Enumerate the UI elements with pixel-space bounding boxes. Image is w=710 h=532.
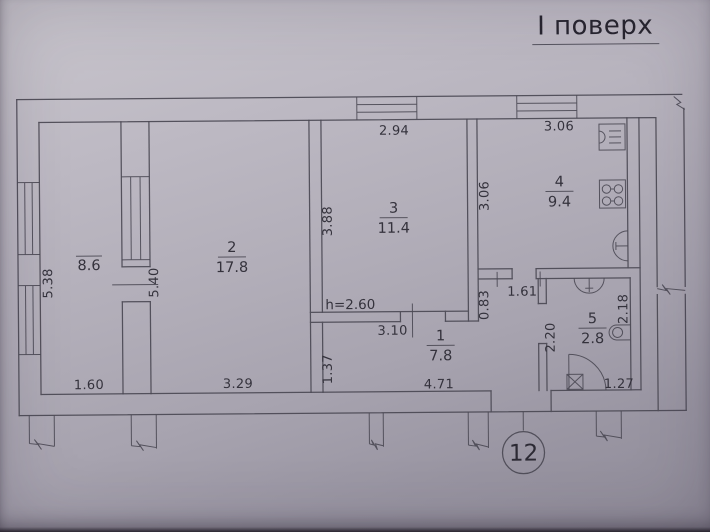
apartment-number: 12 bbox=[509, 441, 538, 467]
toilet-icon bbox=[608, 324, 631, 341]
wall-break-marks bbox=[28, 96, 686, 451]
room5-number: 5 bbox=[588, 311, 597, 327]
dimension-labels: 5.38 1.60 5.40 3.29 2.94 3.88 3.06 3.06 … bbox=[41, 119, 634, 393]
room3-area-label: 11.4 bbox=[378, 221, 410, 237]
room5-area-label: 2.8 bbox=[581, 331, 604, 347]
window-hatch-veranda-partition bbox=[112, 176, 159, 286]
title-underline bbox=[532, 43, 660, 46]
break-tab-3 bbox=[369, 439, 384, 451]
window-hatch-top-room4 bbox=[516, 95, 578, 119]
dim-room4-left: 3.06 bbox=[477, 181, 492, 211]
dim-bath-right: 2.18 bbox=[616, 294, 631, 324]
veranda-area-label: 8.6 bbox=[77, 258, 100, 274]
height-note: h=2.60 bbox=[325, 297, 375, 313]
title-block: І поверх bbox=[532, 11, 660, 46]
room1-number: 1 bbox=[436, 328, 445, 344]
apartment-number-circle bbox=[501, 431, 546, 475]
dim-room2-height: 5.40 bbox=[147, 267, 162, 297]
break-tab-5 bbox=[596, 430, 622, 442]
dim-bath-bottom: 1.27 bbox=[604, 377, 634, 392]
room1-area-label: 7.8 bbox=[429, 348, 452, 364]
break-right-middle bbox=[657, 284, 686, 295]
break-tab-1 bbox=[29, 439, 55, 450]
apartment-number-badge: 12 bbox=[501, 431, 546, 475]
dim-room3-width: 2.94 bbox=[379, 124, 409, 139]
dim-hall-left: 1.37 bbox=[321, 354, 336, 384]
room4-area-label: 9.4 bbox=[548, 194, 571, 210]
stove-icon bbox=[598, 179, 627, 209]
break-top-right bbox=[673, 96, 686, 110]
room2-area-label: 17.8 bbox=[216, 260, 248, 276]
kitchen-sink-icon bbox=[598, 123, 626, 151]
break-tab-4 bbox=[468, 439, 489, 451]
bath-door-swing-arc bbox=[568, 353, 607, 391]
room-labels: 8.6 2 17.8 3 11.4 4 9.4 1 7.8 5 2.8 bbox=[75, 174, 607, 364]
bath-sink-icon bbox=[573, 278, 605, 294]
dim-room2-width: 3.29 bbox=[223, 377, 253, 392]
dim-veranda-height: 5.38 bbox=[41, 268, 56, 298]
dimension-ticks bbox=[411, 271, 541, 431]
interior-walls bbox=[120, 117, 642, 395]
dim-room3-height: 3.88 bbox=[321, 206, 336, 236]
break-tab-2 bbox=[131, 440, 157, 451]
page-title: І поверх bbox=[537, 11, 653, 42]
dim-step-width: 1.61 bbox=[507, 285, 537, 300]
dim-hall-bottom: 4.71 bbox=[424, 377, 454, 392]
photo-bottom-edge bbox=[0, 527, 710, 532]
dim-veranda-width: 1.60 bbox=[74, 378, 104, 393]
dim-hall-top: 3.10 bbox=[377, 324, 407, 339]
window-hatch-left-2 bbox=[18, 284, 41, 356]
room3-number: 3 bbox=[389, 201, 398, 217]
outer-walls bbox=[16, 93, 687, 417]
dim-bath-left: 2.20 bbox=[543, 322, 558, 352]
room4-number: 4 bbox=[555, 174, 564, 190]
kitchen-basin-icon bbox=[612, 230, 629, 262]
dim-room4-top: 3.06 bbox=[544, 119, 574, 134]
room2-number: 2 bbox=[227, 240, 236, 256]
window-hatch-left-1 bbox=[17, 181, 40, 256]
drain-icon bbox=[566, 373, 584, 390]
window-hatch-top-room3 bbox=[356, 96, 418, 120]
dim-step-height: 0.83 bbox=[477, 290, 492, 320]
